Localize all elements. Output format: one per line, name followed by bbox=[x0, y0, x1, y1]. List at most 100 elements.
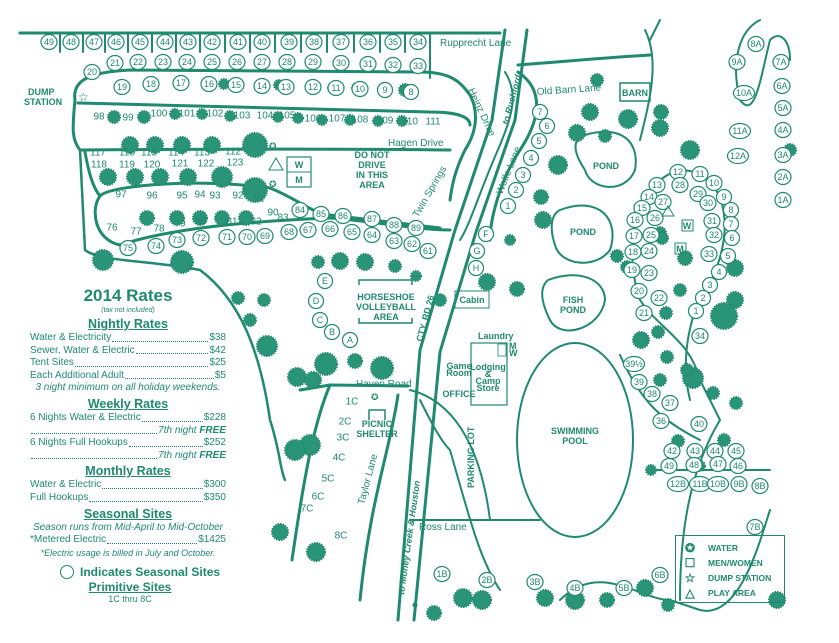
campsite-marker[interactable]: 3 bbox=[701, 276, 719, 294]
campsite-marker[interactable]: 4 bbox=[710, 263, 728, 281]
campsite-marker[interactable]: 3 bbox=[514, 166, 532, 184]
campsite-marker[interactable]: 6A bbox=[773, 77, 791, 95]
campsite-number[interactable]: 4C bbox=[333, 453, 346, 464]
campsite-marker[interactable]: 8A bbox=[747, 35, 765, 53]
campsite-marker[interactable]: E bbox=[316, 272, 334, 290]
campsite-number[interactable]: 103 bbox=[234, 111, 251, 122]
campsite-marker[interactable]: 66 bbox=[321, 220, 339, 238]
campsite-marker[interactable]: 49 bbox=[40, 33, 58, 51]
campsite-marker[interactable]: 44 bbox=[156, 33, 174, 51]
campsite-marker[interactable]: 28 bbox=[671, 176, 689, 194]
campsite-marker[interactable]: 9B bbox=[730, 475, 748, 493]
campsite-marker[interactable]: 8 bbox=[402, 83, 420, 101]
campsite-number[interactable]: 123 bbox=[227, 158, 244, 169]
campsite-marker[interactable]: 62 bbox=[403, 235, 421, 253]
campsite-marker[interactable]: 3A bbox=[774, 146, 792, 164]
campsite-marker[interactable]: H bbox=[467, 259, 485, 277]
campsite-marker[interactable]: G bbox=[468, 242, 486, 260]
campsite-marker[interactable]: 15 bbox=[227, 76, 245, 94]
campsite-marker[interactable]: 13 bbox=[277, 78, 295, 96]
campsite-number[interactable]: 95 bbox=[176, 191, 188, 202]
campsite-number[interactable]: 118 bbox=[91, 160, 107, 171]
campsite-marker[interactable]: 19 bbox=[623, 261, 641, 279]
campsite-marker[interactable]: 71 bbox=[218, 228, 236, 246]
campsite-marker[interactable]: 8B bbox=[751, 477, 769, 495]
campsite-number[interactable]: 1C bbox=[346, 397, 359, 408]
campsite-marker[interactable]: 8 bbox=[722, 201, 740, 219]
campsite-number[interactable]: 93 bbox=[209, 191, 221, 202]
campsite-marker[interactable]: 2 bbox=[507, 181, 525, 199]
campsite-number[interactable]: 7C bbox=[301, 504, 314, 515]
campsite-marker[interactable]: 4 bbox=[522, 149, 540, 167]
campsite-marker[interactable]: 40 bbox=[690, 415, 708, 433]
campsite-marker[interactable]: 64 bbox=[363, 226, 381, 244]
campsite-marker[interactable]: 32 bbox=[705, 226, 723, 244]
campsite-marker[interactable]: 6 bbox=[538, 117, 556, 135]
campsite-marker[interactable]: 5A bbox=[774, 99, 792, 117]
campsite-number[interactable]: 101 bbox=[179, 109, 196, 120]
campsite-number[interactable]: 117 bbox=[90, 148, 106, 159]
campsite-marker[interactable]: 10B bbox=[706, 475, 730, 493]
campsite-marker[interactable]: 34 bbox=[409, 33, 427, 51]
campsite-marker[interactable]: 9 bbox=[376, 81, 394, 99]
campsite-number[interactable]: 82 bbox=[250, 217, 262, 228]
campsite-marker[interactable]: 27 bbox=[253, 53, 271, 71]
campsite-marker[interactable]: 17 bbox=[172, 74, 190, 92]
campsite-marker[interactable]: 7B bbox=[746, 518, 764, 536]
campsite-marker[interactable]: 26 bbox=[646, 209, 664, 227]
campsite-marker[interactable]: 42 bbox=[663, 442, 681, 460]
campsite-marker[interactable]: 31 bbox=[359, 55, 377, 73]
campsite-marker[interactable]: 17 bbox=[625, 227, 643, 245]
campsite-number[interactable]: 90 bbox=[267, 208, 279, 219]
campsite-marker[interactable]: 18 bbox=[142, 75, 160, 93]
campsite-number[interactable]: 79 bbox=[174, 219, 186, 230]
campsite-number[interactable]: 83 bbox=[277, 213, 289, 224]
campsite-number[interactable]: 107 bbox=[329, 114, 346, 125]
campsite-marker[interactable]: 44 bbox=[706, 442, 724, 460]
campsite-marker[interactable]: 26 bbox=[228, 53, 246, 71]
campsite-marker[interactable]: 74 bbox=[147, 237, 165, 255]
campsite-marker[interactable]: 10 bbox=[705, 174, 723, 192]
campsite-marker[interactable]: 67 bbox=[299, 221, 317, 239]
campsite-marker[interactable]: 40 bbox=[253, 33, 271, 51]
campsite-marker[interactable]: 48 bbox=[685, 456, 703, 474]
campsite-marker[interactable]: 68 bbox=[280, 223, 298, 241]
campsite-marker[interactable]: 7 bbox=[531, 103, 549, 121]
campsite-marker[interactable]: 39 bbox=[280, 33, 298, 51]
campsite-number[interactable]: 80 bbox=[195, 217, 207, 228]
campsite-marker[interactable]: 65 bbox=[343, 223, 361, 241]
campsite-marker[interactable]: 16 bbox=[200, 75, 218, 93]
campsite-number[interactable]: 104 bbox=[257, 111, 274, 122]
campsite-number[interactable]: 108 bbox=[352, 115, 369, 126]
campsite-marker[interactable]: 89 bbox=[407, 219, 425, 237]
campsite-number[interactable]: 111 bbox=[425, 117, 441, 128]
campsite-marker[interactable]: A bbox=[341, 331, 359, 349]
campsite-number[interactable]: 109 bbox=[377, 116, 394, 127]
campsite-marker[interactable]: 34 bbox=[691, 327, 709, 345]
campsite-number[interactable]: 77 bbox=[130, 227, 142, 238]
campsite-marker[interactable]: 72 bbox=[192, 229, 210, 247]
campsite-number[interactable]: 105 bbox=[279, 111, 296, 122]
campsite-marker[interactable]: 29 bbox=[304, 53, 322, 71]
campsite-marker[interactable]: 5 bbox=[530, 132, 548, 150]
campsite-marker[interactable]: 35 bbox=[384, 33, 402, 51]
campsite-marker[interactable]: 2A bbox=[774, 168, 792, 186]
campsite-marker[interactable]: 24 bbox=[640, 242, 658, 260]
campsite-marker[interactable]: 48 bbox=[62, 33, 80, 51]
campsite-marker[interactable]: 69 bbox=[256, 227, 274, 245]
campsite-marker[interactable]: 1 bbox=[499, 197, 517, 215]
campsite-marker[interactable]: 42 bbox=[203, 33, 221, 51]
campsite-marker[interactable]: 10 bbox=[351, 80, 369, 98]
campsite-marker[interactable]: 19 bbox=[113, 78, 131, 96]
campsite-number[interactable]: 100 bbox=[151, 109, 168, 120]
campsite-marker[interactable]: 30 bbox=[699, 194, 717, 212]
campsite-marker[interactable]: 46 bbox=[107, 33, 125, 51]
campsite-number[interactable]: 3C bbox=[337, 433, 350, 444]
campsite-marker[interactable]: 49 bbox=[660, 457, 678, 475]
campsite-marker[interactable]: 47 bbox=[85, 33, 103, 51]
campsite-marker[interactable]: 38 bbox=[643, 385, 661, 403]
campsite-marker[interactable]: 23 bbox=[154, 53, 172, 71]
campsite-number[interactable]: 5C bbox=[322, 474, 335, 485]
campsite-marker[interactable]: 25 bbox=[642, 226, 660, 244]
campsite-marker[interactable]: 43 bbox=[686, 442, 704, 460]
